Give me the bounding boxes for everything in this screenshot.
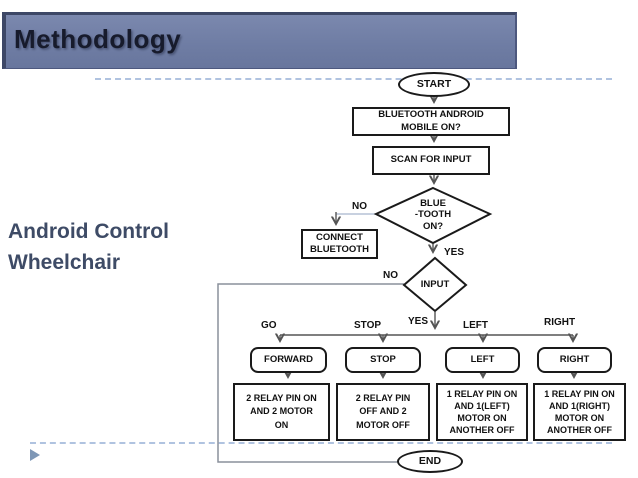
right-action-line-3: MOTOR ON — [554, 413, 605, 423]
top-dashed-guide — [95, 78, 612, 80]
forward-action-line-1: 2 RELAY PIN ON — [246, 393, 317, 404]
right-action-line-1: 1 RELAY PIN ON — [544, 388, 615, 399]
heading-line-1: Android Control — [8, 220, 169, 243]
right-action-line-4: ANOTHER OFF — [547, 425, 612, 436]
bluetooth-decision-diamond — [373, 186, 493, 245]
forward-action-line-2: AND 2 MOTOR — [250, 406, 313, 417]
right-action-node: 1 RELAY PIN ON AND 1(RIGHT) MOTOR ON ANO… — [533, 383, 626, 441]
label-go: GO — [261, 320, 277, 331]
left-command-node: LEFT — [445, 347, 520, 373]
bluetooth-mobile-check-node: BLUETOOTH ANDROID MOBILE ON? — [352, 107, 510, 136]
left-action-node: 1 RELAY PIN ON AND 1(LEFT) MOTOR ON ANOT… — [436, 383, 528, 441]
label-yes-bluetooth: YES — [444, 247, 465, 258]
end-node: END — [397, 450, 463, 473]
slide-heading: Android Control Wheelchair — [8, 216, 169, 278]
bluetooth-decision-line-2: -TOOTH — [414, 209, 452, 221]
input-decision-diamond — [402, 256, 468, 313]
label-yes-input: YES — [408, 316, 429, 327]
heading-line-2: Wheelchair — [8, 251, 121, 274]
connect-bluetooth-node: CONNECT BLUETOOTH — [301, 229, 378, 259]
stop-action-line-2: OFF AND 2 — [359, 406, 407, 417]
right-command-node: RIGHT — [537, 347, 612, 373]
bluetooth-decision-line-3: ON? — [422, 220, 444, 232]
start-node: START — [398, 72, 470, 97]
bluetooth-decision-label: BLUE -TOOTH ON? — [383, 193, 483, 237]
connect-bluetooth-line-2: BLUETOOTH — [310, 244, 369, 255]
label-left: LEFT — [463, 320, 488, 331]
right-action-line-2: AND 1(RIGHT) — [549, 400, 610, 411]
stop-action-line-1: 2 RELAY PIN — [355, 393, 411, 404]
label-stop: STOP — [354, 320, 382, 331]
bluetooth-mobile-check-line-1: BLUETOOTH ANDROID — [378, 109, 484, 121]
stop-action-line-3: MOTOR OFF — [356, 419, 410, 430]
connector-input-no-loop — [217, 283, 404, 463]
connect-bluetooth-line-1: CONNECT — [316, 231, 363, 243]
label-no-input: NO — [383, 270, 398, 281]
label-no-bluetooth: NO — [352, 201, 367, 212]
page-title: Methodology — [14, 24, 182, 54]
bluetooth-mobile-check-line-2: MOBILE ON? — [401, 121, 461, 133]
forward-command-node: FORWARD — [250, 347, 327, 373]
forward-action-node: 2 RELAY PIN ON AND 2 MOTOR ON — [233, 383, 330, 441]
connector-arrows — [280, 96, 574, 377]
left-action-line-4: ANOTHER OFF — [449, 425, 515, 436]
title-bar: Methodology — [2, 12, 517, 69]
scan-for-input-node: SCAN FOR INPUT — [372, 146, 490, 175]
left-action-line-2: AND 1(LEFT) — [454, 400, 510, 411]
stop-command-node: STOP — [345, 347, 421, 373]
stop-action-node: 2 RELAY PIN OFF AND 2 MOTOR OFF — [336, 383, 430, 441]
left-action-line-3: MOTOR ON — [457, 413, 507, 423]
bottom-dashed-guide — [30, 442, 612, 444]
bluetooth-decision-line-1: BLUE — [420, 197, 446, 209]
input-decision-label: INPUT — [420, 278, 450, 290]
left-action-line-1: 1 RELAY PIN ON — [446, 388, 518, 399]
forward-action-line-3: ON — [274, 419, 289, 430]
label-right: RIGHT — [544, 317, 576, 328]
arrow-bullet-icon — [30, 449, 40, 461]
